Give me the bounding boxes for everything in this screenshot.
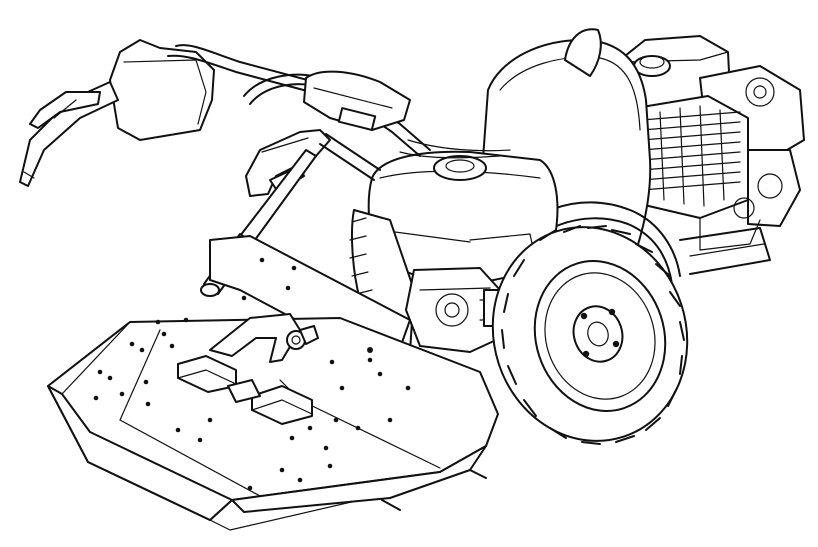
hitch-latch xyxy=(209,313,301,363)
cover-plate-holes xyxy=(93,257,411,491)
gearbox-filler xyxy=(433,155,487,181)
right-wheel xyxy=(491,225,689,445)
cooling-grille xyxy=(641,105,741,207)
engine xyxy=(617,35,805,275)
wheel-bolts xyxy=(580,308,620,358)
front-cover-plate xyxy=(47,235,499,531)
filter-knob xyxy=(745,77,775,107)
drive-mechanism xyxy=(405,267,503,353)
tyre-tread xyxy=(501,225,685,445)
wheel-hub xyxy=(572,305,624,363)
